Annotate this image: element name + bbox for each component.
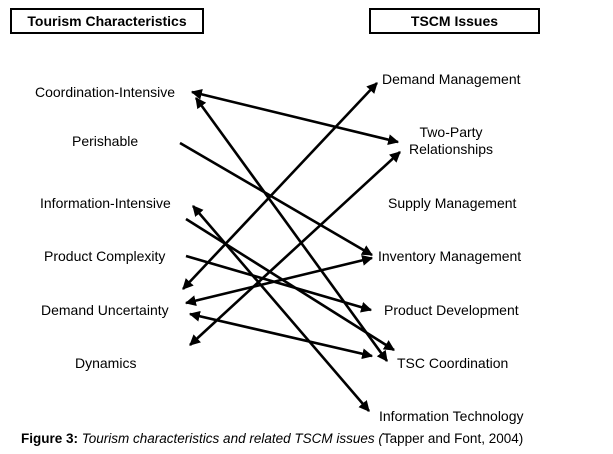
left-item-dynamics: Dynamics	[75, 355, 137, 371]
right-item-information-technology: Information Technology	[379, 408, 524, 424]
arrow-dynamics-to-two-party	[189, 151, 401, 346]
caption-source: Tapper and Font, 2004)	[382, 431, 524, 446]
left-item-information-intensive: Information-Intensive	[40, 195, 171, 211]
arrow-information-intensive-to-tsc-coordination	[185, 217, 395, 352]
caption-label: Figure 3:	[21, 431, 79, 446]
header-right-text: TSCM Issues	[410, 13, 499, 29]
left-item-demand-uncertainty: Demand Uncertainty	[41, 302, 169, 318]
caption-italic: Tourism characteristics and related TSCM…	[78, 431, 383, 446]
right-item-product-development: Product Development	[384, 302, 519, 318]
header-left-text: Tourism Characteristics	[27, 13, 187, 29]
header-tscm-issues: TSCM Issues	[369, 8, 540, 34]
left-item-perishable: Perishable	[72, 133, 139, 149]
arrow-perishable-to-inventory	[179, 141, 373, 257]
left-item-coordination-intensive: Coordination-Intensive	[35, 84, 176, 100]
right-item-demand-management: Demand Management	[382, 71, 521, 87]
left-item-product-complexity: Product Complexity	[44, 248, 166, 264]
right-item-inventory-management: Inventory Management	[378, 248, 522, 264]
header-tourism-characteristics: Tourism Characteristics	[10, 8, 204, 34]
right-item-two-party-relationships: Two-Party Relationships	[409, 124, 494, 157]
right-item-supply-management: Supply Management	[388, 195, 517, 211]
figure-caption: Figure 3: Tourism characteristics and re…	[21, 431, 523, 446]
right-item-tsc-coordination: TSC Coordination	[397, 355, 509, 371]
